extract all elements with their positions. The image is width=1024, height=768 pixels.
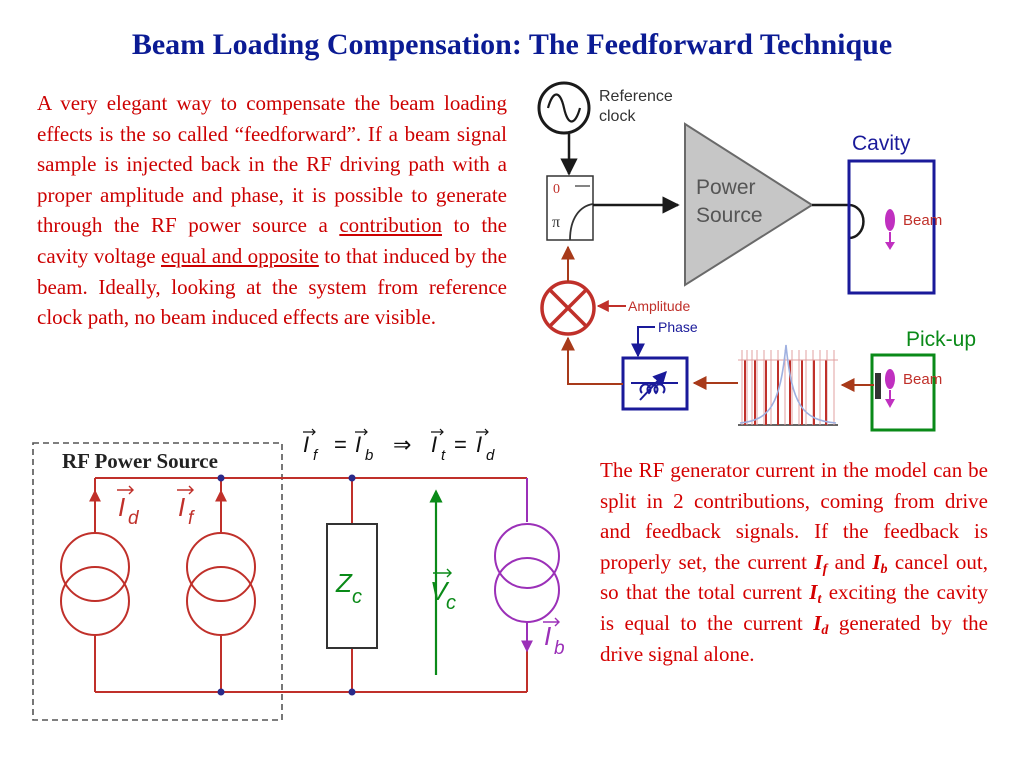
var-ib-sub: b [880,561,888,577]
phase-control-arrow [631,326,655,358]
left-text-3: to that induced by the beam. Ideally, lo… [37,243,507,330]
equal-and-opposite-underlined: equal and opposite [161,243,319,268]
cavity-label: Cavity [852,132,911,155]
right-paragraph: The RF generator current in the model ca… [600,455,988,669]
slide-title: Beam Loading Compensation: The Feedforwa… [131,28,893,61]
switch-label-pi: π [552,214,560,231]
phase-label: Phase [658,319,698,335]
right-text-3: cancel out, so that the total current [600,549,989,605]
switch-lever [569,203,594,241]
var-id-sub: d [821,622,829,638]
var-ib: Ib [872,549,888,577]
left-text-1: A very elegant way to compensate the bea… [37,91,507,238]
var-if: If [814,549,828,577]
reference-label-2: clock [599,108,636,125]
cavity-box [847,159,936,295]
var-id-main: I [813,610,822,635]
var-it-main: I [809,580,818,605]
power-source-amplifier [684,122,814,287]
power-source-label-2: Source [696,204,763,227]
cavity-coupling-loop [848,203,865,240]
beam-label-cavity: Beam [903,212,942,229]
left-text-2: to the cavity voltage [37,213,507,268]
right-text-4: exciting the cavity is equal to the curr… [600,580,988,635]
comb-spectrum-graphic [738,344,838,426]
reference-label-1: Reference [599,88,673,105]
right-text-2: and [827,549,873,574]
pickup-electrode [875,373,881,399]
left-paragraph: A very elegant way to compensate the bea… [37,88,507,333]
var-if-sub: f [822,561,828,577]
beam-bunch-pickup [885,369,895,389]
var-if-main: I [814,549,823,574]
right-text-5: generated by the drive signal alone. [600,610,988,666]
var-it: It [809,580,822,608]
beam-arrow-cavity-head [885,242,895,250]
pickup-box [870,353,936,432]
power-source-label-1: Power [696,176,756,199]
phaser-to-attenuator-arrow [561,336,623,385]
beam-label-pickup: Beam [903,371,942,388]
amplitude-label: Amplitude [628,298,690,314]
switch-label-zero: 0 [553,182,560,197]
amplitude-attenuator-icon [540,280,596,336]
var-it-sub: t [817,592,822,608]
right-text-1: The RF generator current in the model ca… [600,458,988,574]
var-id: Id [813,610,829,638]
var-ib-main: I [872,549,881,574]
contribution-underlined: contribution [339,213,442,238]
phase-shifter-adjust-arrow [639,370,667,401]
beam-arrow-pickup-head [885,399,895,408]
reference-clock-icon [537,81,591,135]
beam-bunch-cavity [885,209,895,231]
pickup-label: Pick-up [906,328,976,351]
